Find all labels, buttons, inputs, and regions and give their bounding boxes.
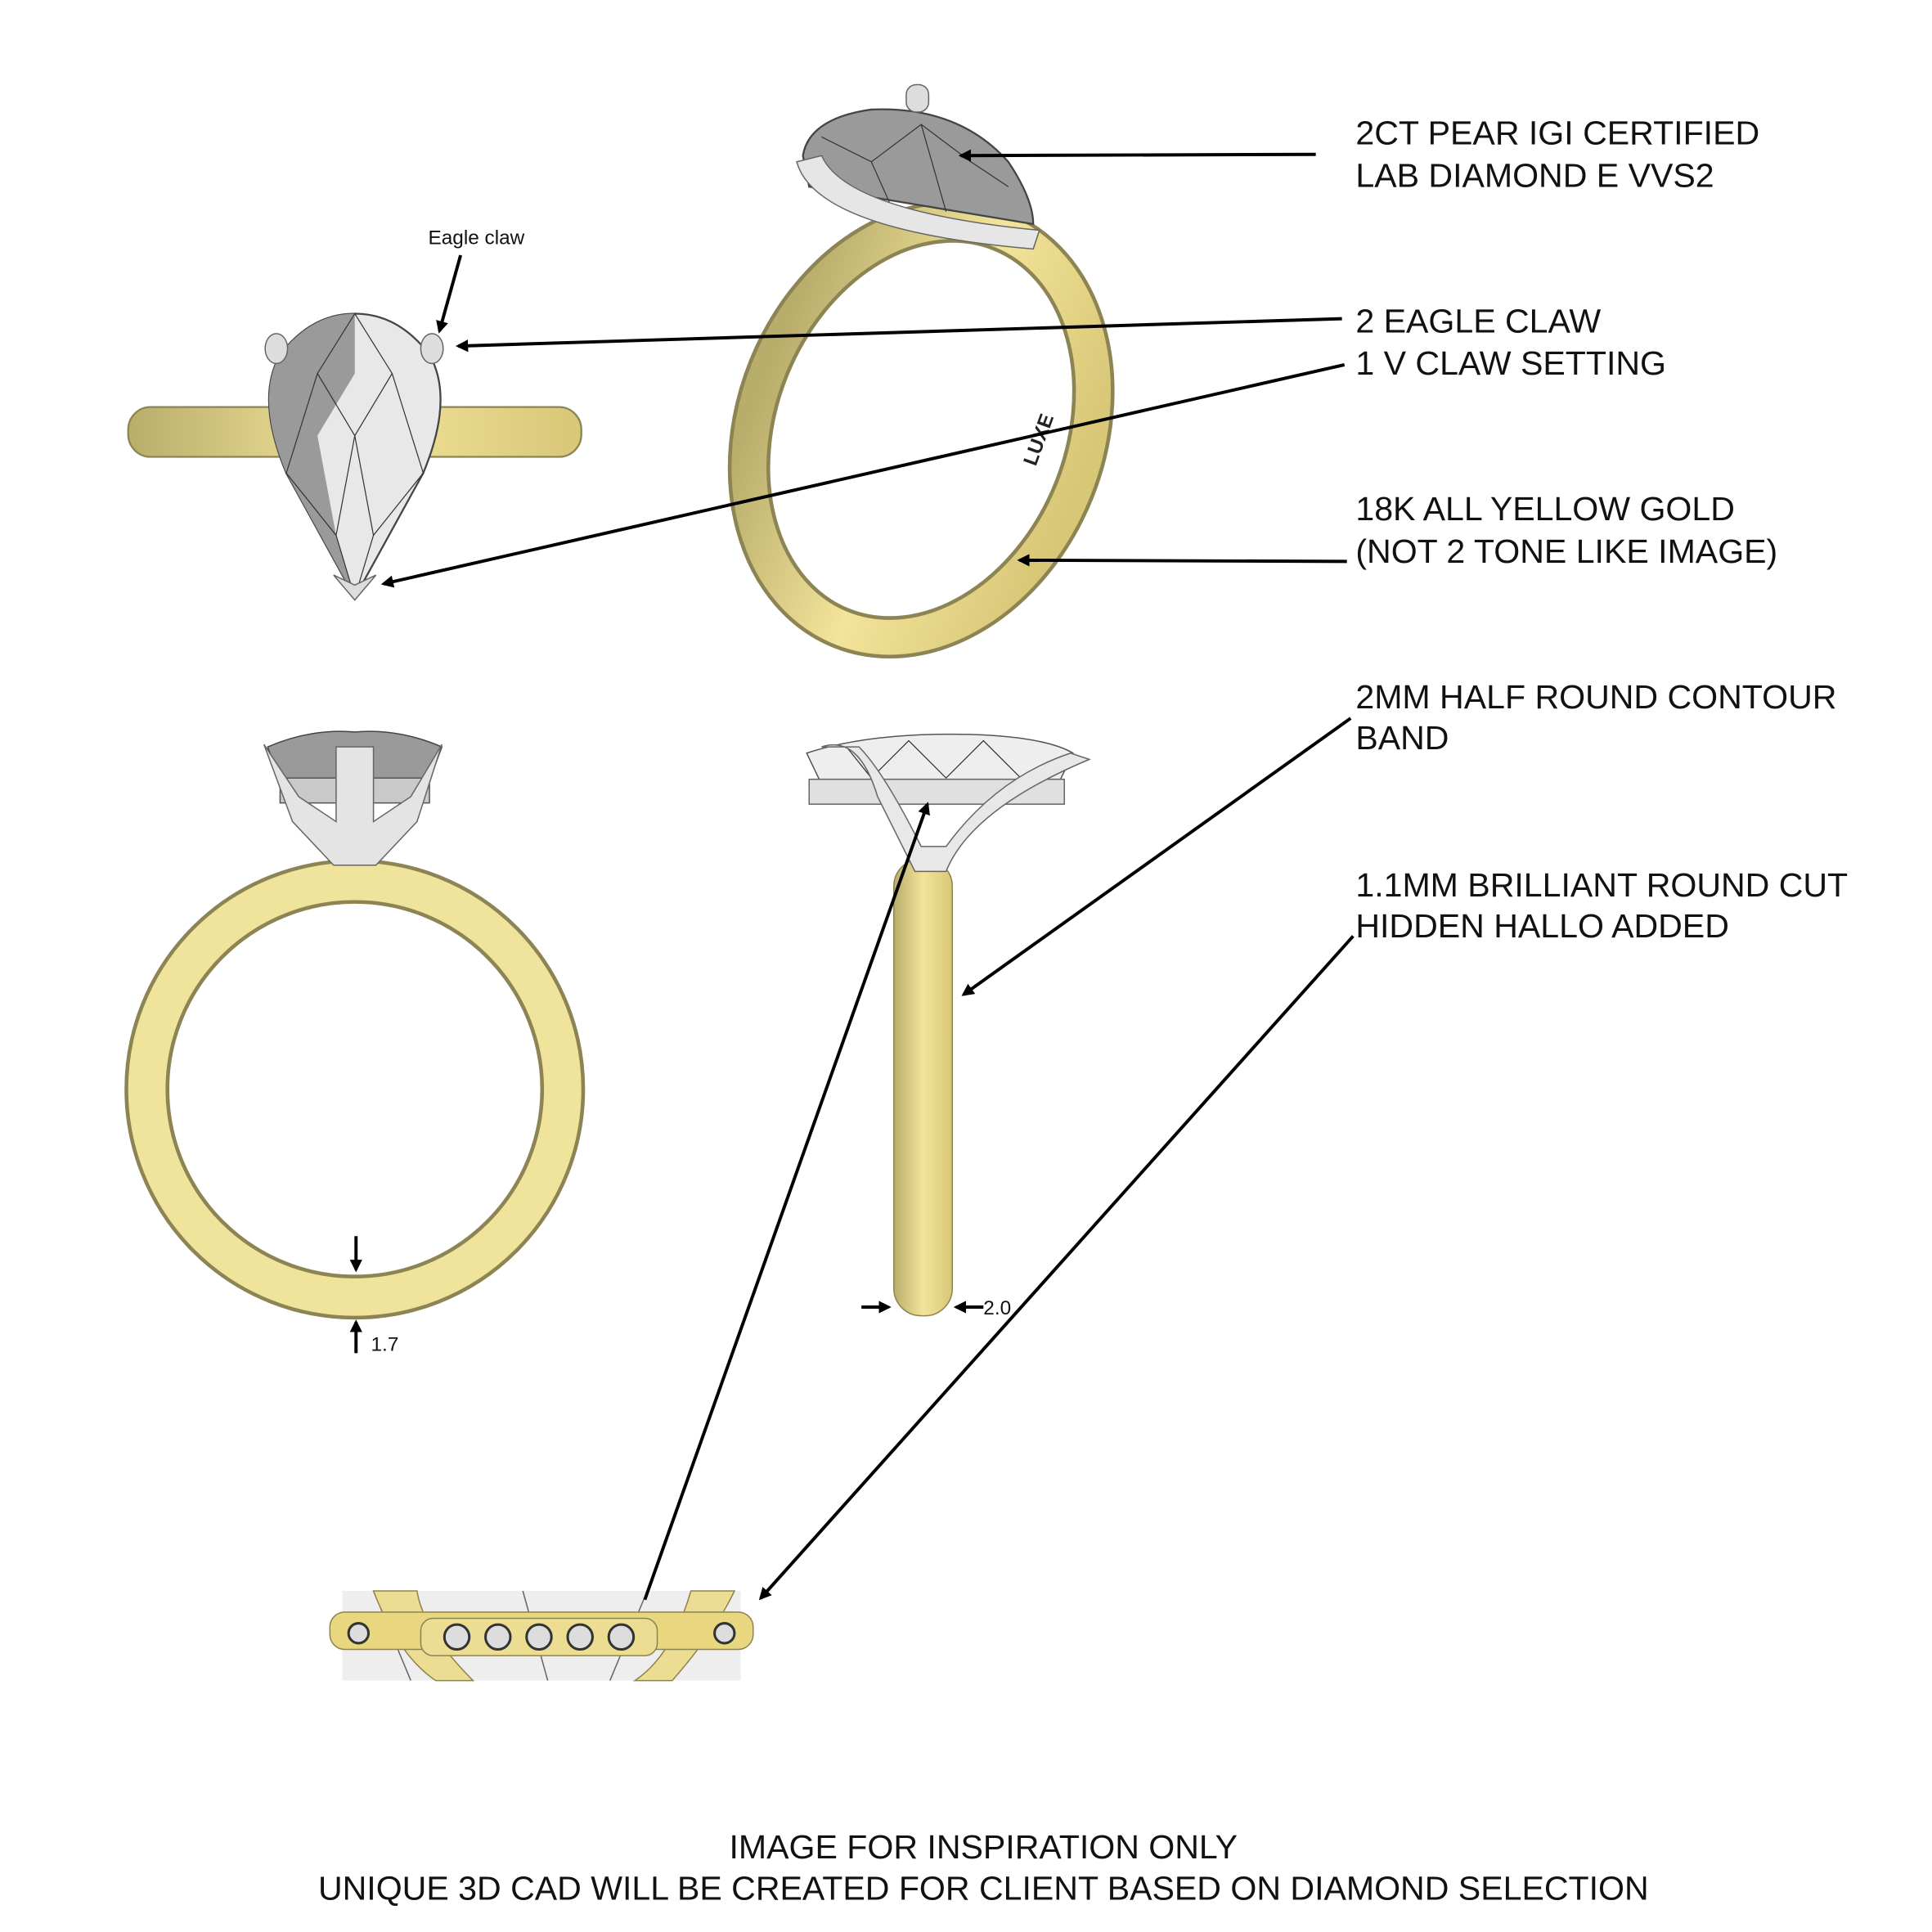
perspective-view-drawing: LUXE — [727, 83, 1115, 659]
band-thickness-dimension: 1.7 — [371, 1333, 399, 1355]
halo-spec-line1: 1.1MM BRILLIANT ROUND CUT — [1355, 866, 1848, 904]
halo-spec-line2: HIDDEN HALLO ADDED — [1355, 907, 1729, 945]
metal-spec-line1: 18K ALL YELLOW GOLD — [1355, 490, 1735, 528]
eagle-claw-right — [420, 333, 444, 365]
claw-spec-line1: 2 EAGLE CLAW — [1355, 302, 1601, 339]
footer-line2: UNIQUE 3D CAD WILL BE CREATED FOR CLIENT… — [318, 1869, 1649, 1907]
metal-spec-line2: (NOT 2 TONE LIKE IMAGE) — [1355, 532, 1777, 570]
band-spec-line2: BAND — [1355, 719, 1449, 757]
callout-arrows — [380, 149, 1355, 1601]
hidden-halo-detail — [329, 1590, 754, 1682]
pear-diamond-perspective — [802, 108, 1035, 226]
band-width-dimension: 2.0 — [983, 1297, 1011, 1319]
v-claw — [333, 574, 377, 601]
band-spec-line1: 2MM HALF ROUND CONTOUR — [1355, 678, 1836, 716]
footer-line1: IMAGE FOR INSPIRATION ONLY — [730, 1828, 1238, 1866]
diamond-spec-line2: LAB DIAMOND E VVS2 — [1355, 156, 1714, 194]
top-view-drawing — [127, 312, 582, 601]
eagle-claw-note: Eagle claw — [429, 227, 525, 249]
diamond-spec-line1: 2CT PEAR IGI CERTIFIED — [1355, 115, 1759, 152]
side-view-drawing — [806, 733, 1091, 1317]
claw-spec-line2: 1 V CLAW SETTING — [1355, 344, 1666, 382]
front-view-drawing — [124, 730, 586, 1320]
engraving-text: LUXE — [1019, 411, 1058, 469]
eagle-claw-left — [264, 333, 289, 365]
